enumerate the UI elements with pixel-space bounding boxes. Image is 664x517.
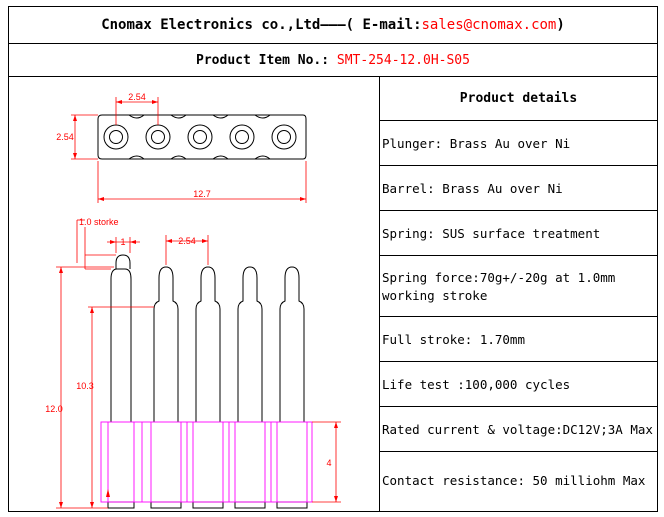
dim-tip: 1 <box>120 237 125 247</box>
item-number: SMT-254-12.0H-S05 <box>336 52 470 68</box>
technical-drawing: 2.54 2.54 12.7 <box>9 77 380 511</box>
header-row: Cnomax Electronics co.,Ltd———( E-mail: s… <box>9 7 657 44</box>
dim-4: 4 <box>326 458 331 468</box>
spec-sheet: Cnomax Electronics co.,Ltd———( E-mail: s… <box>8 6 658 512</box>
dim-12-0: 12.0 <box>45 404 63 414</box>
detail-spring-force: Spring force:70g+/-20g at 1.0mm working … <box>380 257 657 317</box>
detail-life-test: Life test :100,000 cycles <box>380 363 657 407</box>
top-view <box>97 114 307 160</box>
detail-spring: Spring: SUS surface treatment <box>380 212 657 256</box>
side-view-housing <box>100 421 313 503</box>
drawing-svg: 2.54 2.54 12.7 <box>45 92 341 509</box>
detail-contact-resistance: Contact resistance: 50 milliohm Max <box>382 473 646 488</box>
detail-full-stroke: Full stroke: 1.70mm <box>380 318 657 362</box>
product-details-panel: Product details Plunger: Brass Au over N… <box>380 77 657 511</box>
email-link[interactable]: sales@cnomax.com <box>421 17 557 33</box>
dim-length: 12.7 <box>193 189 211 199</box>
detail-barrel: Barrel: Brass Au over Ni <box>380 167 657 211</box>
details-title: Product details <box>380 77 657 121</box>
top-view-dimensions <box>71 97 307 203</box>
side-view-dimensions <box>56 219 341 509</box>
item-row: Product Item No.: SMT-254-12.0H-S05 <box>9 44 657 77</box>
dim-stroke: 1.0 storke <box>79 217 119 227</box>
side-view-pins <box>107 254 308 509</box>
item-label: Product Item No.: <box>196 52 330 68</box>
dim-10-3: 10.3 <box>76 381 94 391</box>
header-close: ) <box>556 17 565 33</box>
company-text: Cnomax Electronics co.,Ltd———( E-mail: <box>101 17 422 33</box>
dim-height: 2.54 <box>56 132 74 142</box>
detail-rated-current: Rated current & voltage:DC12V;3A Max <box>380 408 657 452</box>
dim-pitch-top: 2.54 <box>128 92 146 102</box>
detail-plunger: Plunger: Brass Au over Ni <box>380 122 657 166</box>
dim-pitch-side: 2.54 <box>178 236 196 246</box>
top-view-outline <box>97 114 307 160</box>
